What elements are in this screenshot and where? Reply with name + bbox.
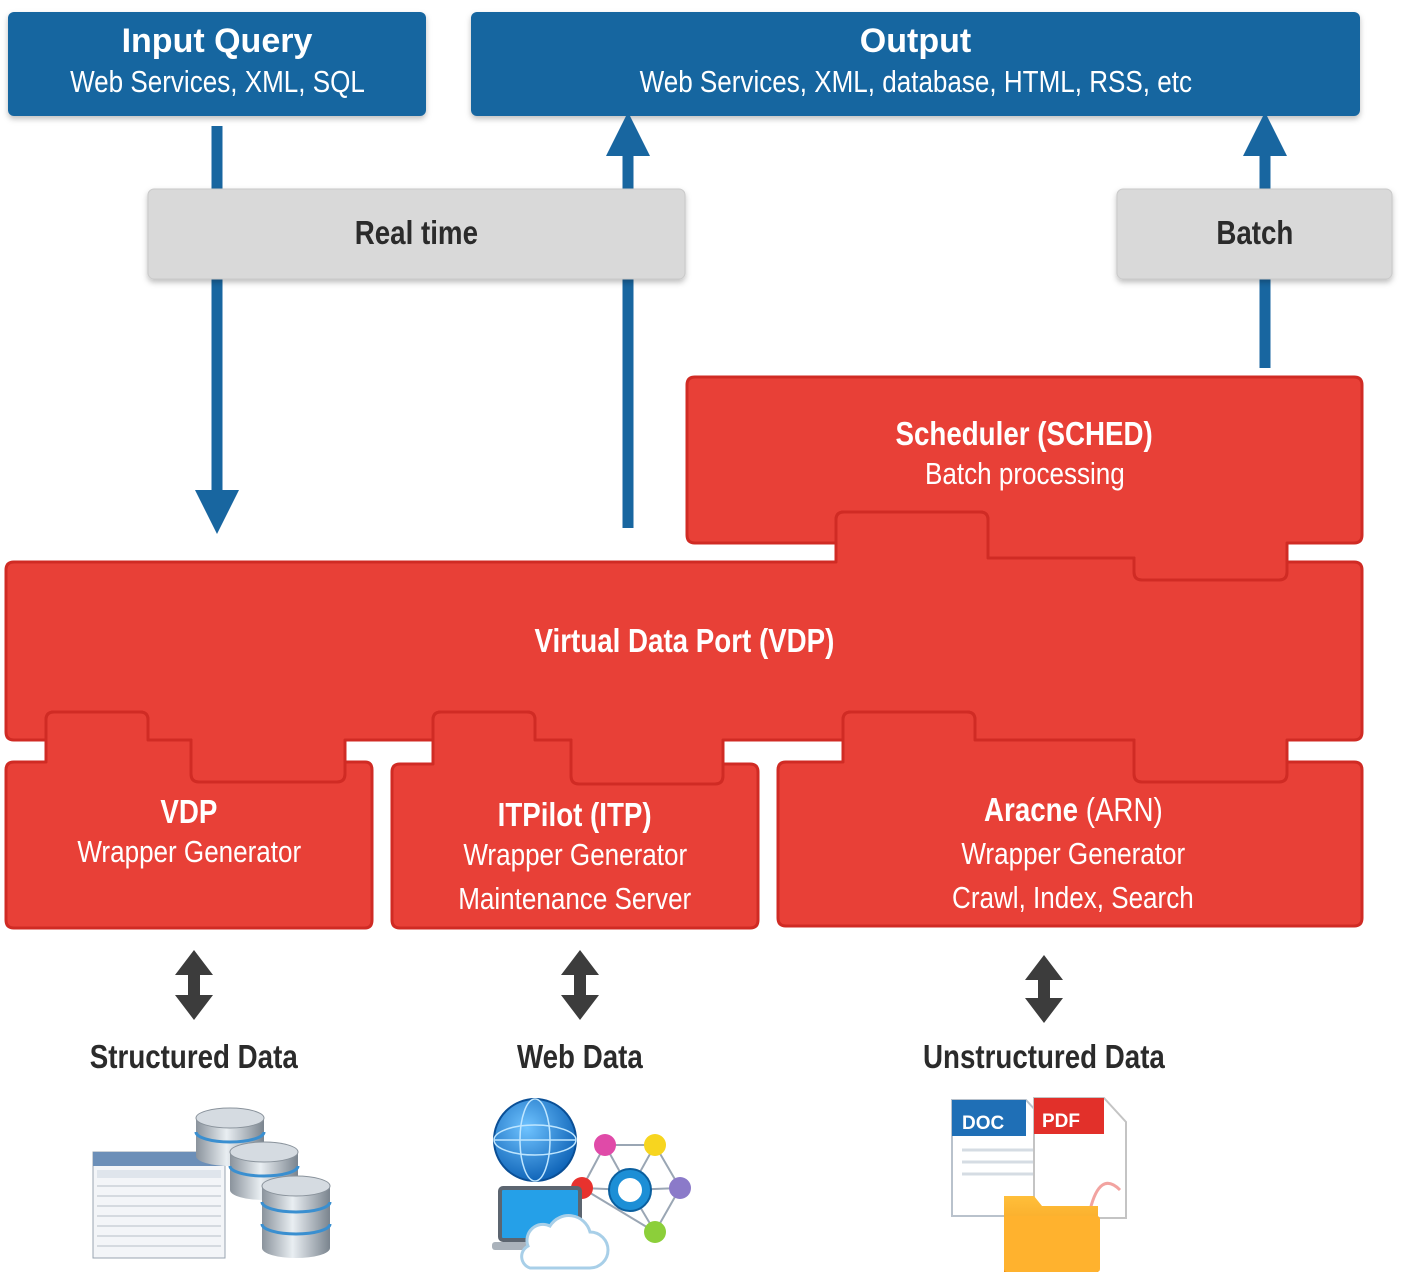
realtime-label: Real time <box>354 214 479 251</box>
itpilot-line2: Maintenance Server <box>458 881 692 916</box>
output-title: Output <box>859 22 972 60</box>
itpilot-text: ITPilot (ITP) Wrapper Generator Maintena… <box>392 795 758 919</box>
vdp-wrapper-line1: Wrapper Generator <box>77 834 301 869</box>
output-subtitle-wrap: Web Services, XML, database, HTML, RSS, … <box>471 62 1360 102</box>
input-query-title: Input Query <box>121 22 313 60</box>
aracne-title-suffix: (ARN) <box>1085 791 1163 828</box>
structured-data-label: Structured Data <box>90 1038 298 1075</box>
unstructured-data-label: Unstructured Data <box>923 1038 1165 1075</box>
web-network-icon <box>492 1098 691 1270</box>
scheduler-title: Scheduler (SCHED) <box>895 415 1154 452</box>
database-icon <box>92 1107 332 1259</box>
vdp-wrapper-block <box>4 710 374 930</box>
unstructured-double-arrow <box>1025 955 1063 1023</box>
aracne-line2: Crawl, Index, Search <box>952 880 1194 915</box>
realtime-box <box>147 188 686 280</box>
scheduler-text: Scheduler (SCHED) Batch processing <box>687 414 1362 494</box>
itpilot-title: ITPilot (ITP) <box>498 796 652 833</box>
aracne-title: Aracne <box>983 791 1078 828</box>
structured-data-label-wrap: Structured Data <box>44 1036 344 1078</box>
web-double-arrow <box>561 950 599 1020</box>
structured-double-arrow <box>175 950 213 1020</box>
doc-label: DOC <box>962 1113 1005 1134</box>
batch-box <box>1116 188 1393 280</box>
input-query-box <box>8 12 426 116</box>
output-subtitle: Web Services, XML, database, HTML, RSS, … <box>639 64 1192 99</box>
input-query-subtitle-wrap: Web Services, XML, SQL <box>8 62 426 102</box>
vdp-wrapper-title: VDP <box>160 793 218 830</box>
web-data-label-wrap: Web Data <box>430 1036 730 1078</box>
vdp-wrapper-text: VDP Wrapper Generator <box>6 792 372 872</box>
aracne-block <box>776 710 1364 928</box>
vdp-main-text: Virtual Data Port (VDP) <box>6 621 1362 661</box>
output-box-text: Output Web Services, XML, database, HTML… <box>471 20 1360 102</box>
aracne-text: Aracne (ARN) Wrapper Generator Crawl, In… <box>778 790 1368 918</box>
scheduler-subtitle: Batch processing <box>924 456 1125 491</box>
itpilot-line1: Wrapper Generator <box>463 837 687 872</box>
itpilot-block <box>390 710 760 930</box>
unstructured-data-label-wrap: Unstructured Data <box>884 1036 1204 1078</box>
batch-label-wrap: Batch <box>1117 212 1392 254</box>
aracne-line1: Wrapper Generator <box>961 836 1185 871</box>
vdp-main-title: Virtual Data Port (VDP) <box>534 622 834 659</box>
batch-label: Batch <box>1215 214 1294 251</box>
realtime-label-wrap: Real time <box>148 212 685 254</box>
input-query-box-text: Input Query Web Services, XML, SQL <box>8 20 426 102</box>
input-query-subtitle: Web Services, XML, SQL <box>69 64 365 99</box>
documents-icon: DOC PDF <box>951 1097 1127 1272</box>
output-box <box>471 12 1360 116</box>
web-data-label: Web Data <box>517 1038 643 1075</box>
pdf-label: PDF <box>1042 1111 1080 1132</box>
